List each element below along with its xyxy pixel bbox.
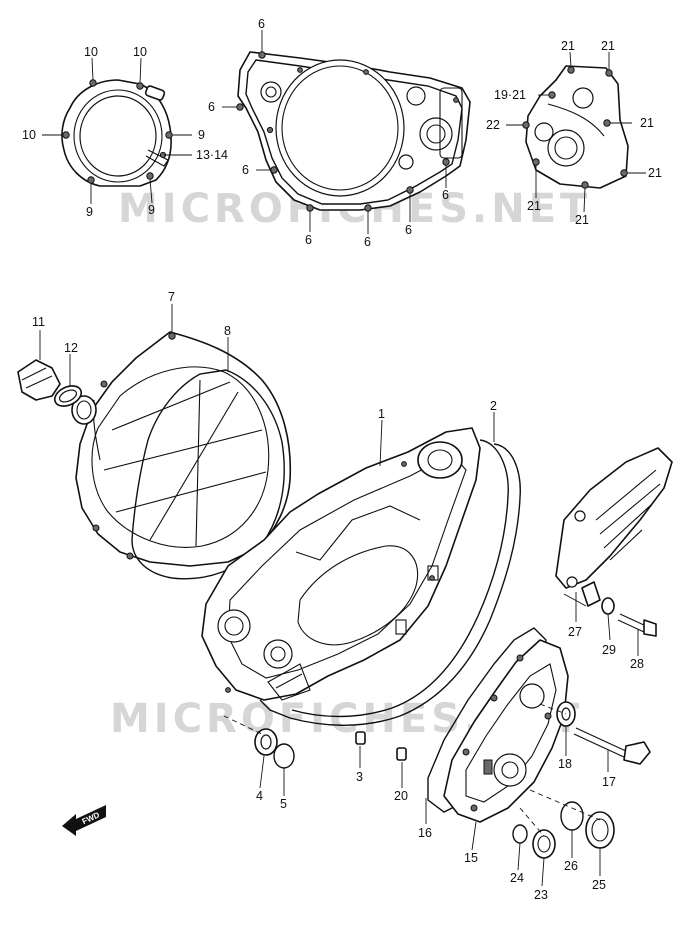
callout-7: 7 — [168, 290, 175, 304]
callout-19-21: 19·21 — [494, 88, 526, 102]
callout-10: 10 — [22, 128, 36, 142]
callout-6: 6 — [242, 163, 249, 177]
callout-13-14: 13·14 — [196, 148, 228, 162]
bolt-17 — [573, 727, 651, 765]
callout-20: 20 — [394, 789, 408, 803]
callout-23: 23 — [534, 888, 548, 902]
forward-direction-arrow: FWD — [62, 805, 106, 836]
plug-23 — [532, 829, 556, 859]
callout-26: 26 — [564, 859, 578, 873]
callout-17: 17 — [602, 775, 616, 789]
callout-18: 18 — [558, 757, 572, 771]
callout-28: 28 — [630, 657, 644, 671]
callout-6: 6 — [258, 17, 265, 31]
callout-2: 2 — [490, 399, 497, 413]
callout-10: 10 — [133, 45, 147, 59]
callout-5: 5 — [280, 797, 287, 811]
callout-29: 29 — [602, 643, 616, 657]
clutch-cover-1 — [201, 427, 481, 701]
callout-9: 9 — [198, 128, 205, 142]
callout-21: 21 — [601, 39, 615, 53]
guard-27 — [555, 447, 673, 607]
callout-24: 24 — [510, 871, 524, 885]
callout-9: 9 — [86, 205, 93, 219]
callout-10: 10 — [84, 45, 98, 59]
callout-15: 15 — [464, 851, 478, 865]
dowel-pin-20 — [396, 747, 407, 761]
callout-21: 21 — [527, 199, 541, 213]
callout-4: 4 — [256, 789, 263, 803]
callout-labels: 10 10 10 9 13·14 9 9 6 6 6 6 6 6 6 21 21… — [22, 17, 662, 902]
callout-21: 21 — [648, 166, 662, 180]
callout-6: 6 — [305, 233, 312, 247]
oil-filler-plug-11 — [17, 359, 61, 401]
outer-clutch-cover-detail — [61, 79, 173, 187]
dowel-pin-3 — [355, 731, 366, 745]
circlip-5 — [273, 743, 295, 769]
o-ring-26 — [560, 801, 584, 831]
gasket-2 — [259, 443, 521, 726]
oil-seal-4 — [254, 728, 278, 756]
callout-6: 6 — [405, 223, 412, 237]
callout-6: 6 — [208, 100, 215, 114]
callout-3: 3 — [356, 770, 363, 784]
plug-25 — [585, 811, 615, 849]
callout-22: 22 — [486, 118, 500, 132]
callout-25: 25 — [592, 878, 606, 892]
water-pump-cover-detail — [522, 65, 629, 189]
o-ring-24 — [512, 824, 528, 844]
callout-12: 12 — [64, 341, 78, 355]
callout-16: 16 — [418, 826, 432, 840]
callout-21: 21 — [561, 39, 575, 53]
callout-6: 6 — [442, 188, 449, 202]
callout-27: 27 — [568, 625, 582, 639]
callout-8: 8 — [224, 324, 231, 338]
callout-6: 6 — [364, 235, 371, 249]
callout-21: 21 — [575, 213, 589, 227]
gasket-8 — [131, 369, 285, 580]
outer-clutch-cover-7 — [71, 331, 292, 567]
callout-9: 9 — [148, 203, 155, 217]
clutch-cover-gasket-detail — [236, 51, 471, 212]
washer-29 — [601, 597, 615, 615]
callout-21: 21 — [640, 116, 654, 130]
callout-1: 1 — [378, 407, 385, 421]
bolt-28 — [617, 613, 657, 637]
leader-lines — [39, 30, 646, 887]
callout-11: 11 — [32, 315, 45, 329]
